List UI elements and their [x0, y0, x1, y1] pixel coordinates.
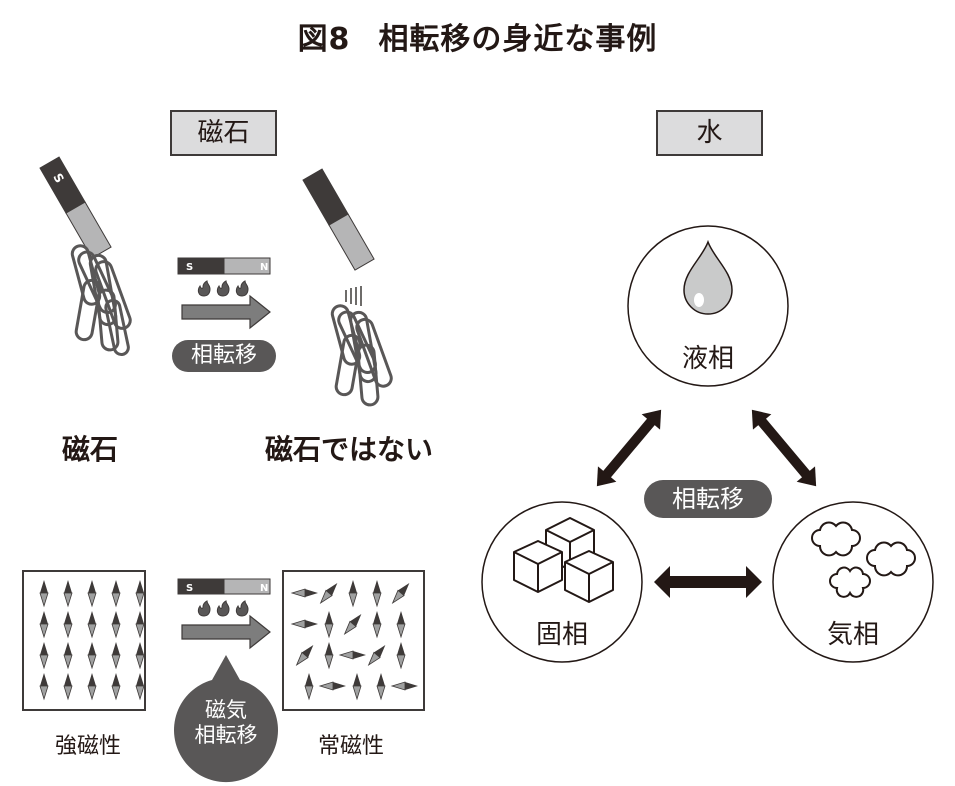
magnet-left-caption: 磁石 — [62, 433, 119, 466]
mini-north-label: N — [260, 262, 268, 273]
bubble-line2: 相転移 — [195, 723, 258, 747]
paramagnet-compass-grid — [290, 580, 418, 701]
compass-needle-icon — [135, 673, 145, 701]
magnet-right-caption: 磁石ではない — [265, 433, 434, 466]
compass-needle-icon — [290, 588, 318, 598]
mini-bottom-south-label: S — [186, 583, 193, 594]
compass-needle-icon — [87, 642, 97, 670]
magnet-transition-pill: 相転移 — [172, 340, 276, 372]
compass-needle-icon — [318, 681, 346, 691]
compass-needle-icon — [63, 642, 73, 670]
liquid-solid-arrow-icon — [596, 409, 662, 487]
figure-number: 図8 — [297, 22, 351, 57]
compass-needle-icon — [135, 642, 145, 670]
compass-needle-icon — [348, 580, 358, 608]
compass-needle-icon — [111, 580, 121, 608]
phase-arrows — [596, 409, 817, 598]
paramagnet-caption: 常磁性 — [318, 734, 385, 759]
flame-icons — [197, 280, 249, 297]
solid-circle — [481, 501, 643, 663]
left-magnet-icon: S — [39, 156, 112, 259]
compass-needle-icon — [63, 580, 73, 608]
mini-magnet-icon: S N — [177, 257, 271, 275]
bubble-line1: 磁気 — [205, 698, 247, 722]
ferromagnet-compass-grid — [39, 580, 145, 701]
mini-magnet-bottom-icon: S N — [177, 578, 271, 595]
magnet-heading: 磁石 — [197, 118, 250, 148]
compass-needle-icon — [111, 673, 121, 701]
compass-needle-icon — [338, 650, 366, 660]
compass-needle-icon — [39, 611, 49, 639]
ferromagnet-caption: 強磁性 — [55, 734, 122, 759]
compass-needle-icon — [290, 619, 318, 629]
compass-needle-icon — [295, 645, 314, 667]
compass-needle-icon — [63, 673, 73, 701]
compass-needle-icon — [396, 642, 406, 670]
mini-south-label: S — [186, 262, 193, 273]
compass-needle-icon — [63, 611, 73, 639]
compass-needle-icon — [391, 583, 410, 605]
compass-needle-icon — [135, 580, 145, 608]
vapor-clouds-icon — [811, 521, 916, 598]
compass-needle-icon — [352, 673, 362, 701]
compass-needle-icon — [304, 673, 314, 701]
compass-needle-icon — [319, 583, 338, 605]
compass-needle-icon — [111, 611, 121, 639]
mini-bottom-north-label: N — [260, 583, 268, 594]
water-heading-box: 水 — [656, 110, 763, 156]
compass-needle-icon — [135, 611, 145, 639]
compass-needle-icon — [39, 580, 49, 608]
paperclips-attached-icon — [70, 244, 132, 357]
compass-needle-icon — [367, 645, 386, 667]
compass-needle-icon — [87, 611, 97, 639]
figure-title: 図8 相転移の身近な事例 — [0, 14, 955, 58]
compass-needle-icon — [324, 642, 334, 670]
compass-needle-icon — [111, 642, 121, 670]
water-transition-label: 相転移 — [672, 485, 744, 513]
transition-arrow-icon — [181, 294, 271, 330]
water-heading: 水 — [696, 118, 723, 148]
compass-needle-icon — [372, 611, 382, 639]
compass-needle-icon — [39, 642, 49, 670]
compass-needle-icon — [372, 580, 382, 608]
compass-needle-icon — [39, 673, 49, 701]
gas-label: 気相 — [826, 620, 879, 650]
solid-gas-arrow-icon — [654, 566, 762, 598]
transition-arrow-bottom-icon — [181, 614, 271, 650]
compass-needle-icon — [87, 673, 97, 701]
water-phase-diagram — [481, 225, 934, 663]
figure-title-text: 相転移の身近な事例 — [378, 22, 658, 57]
right-magnet-icon — [302, 168, 375, 271]
compass-needle-icon — [390, 681, 418, 691]
compass-needle-icon — [376, 673, 386, 701]
magnet-illustrations: S S N — [22, 156, 425, 783]
water-transition-pill: 相転移 — [644, 480, 772, 518]
water-drop-icon — [683, 239, 733, 315]
flame-bottom-icons — [197, 600, 249, 617]
ice-cubes-icon — [513, 517, 614, 603]
compass-needle-icon — [396, 611, 406, 639]
liquid-label: 液相 — [681, 344, 734, 374]
compass-needle-icon — [87, 580, 97, 608]
solid-label: 固相 — [535, 620, 588, 650]
magnet-transition-label: 相転移 — [190, 343, 257, 368]
magnet-heading-box: 磁石 — [170, 110, 277, 156]
compass-needle-icon — [324, 611, 334, 639]
paperclips-fallen-icon — [330, 304, 393, 407]
compass-needle-icon — [343, 614, 362, 636]
falling-lines-icon — [345, 286, 362, 306]
magnetic-transition-bubble — [174, 655, 279, 783]
liquid-gas-arrow-icon — [751, 409, 817, 487]
